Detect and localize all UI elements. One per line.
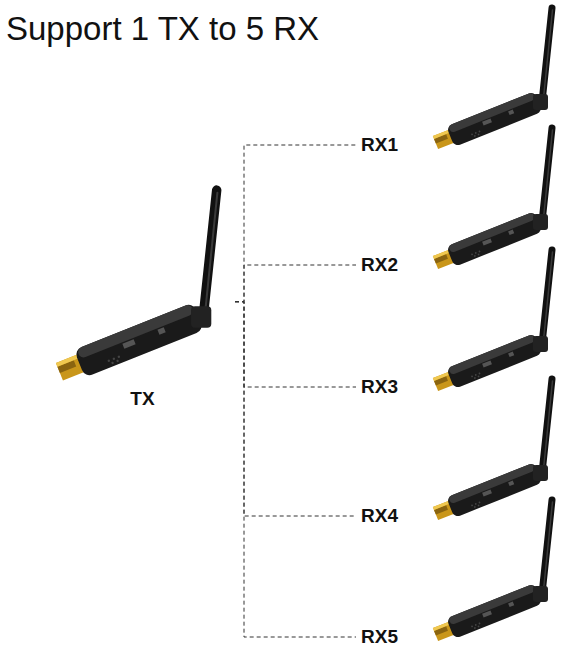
device-label: RX5 bbox=[361, 626, 398, 648]
receiver-dongle bbox=[431, 8, 552, 153]
dashed-link bbox=[235, 145, 356, 302]
receiver-dongle bbox=[431, 379, 552, 524]
device-label: RX4 bbox=[361, 505, 398, 527]
receiver-dongle bbox=[431, 500, 552, 645]
device-label: TX bbox=[130, 388, 154, 410]
receiver-node: RX1 bbox=[356, 125, 560, 165]
device-label: RX2 bbox=[361, 254, 398, 276]
receiver-node: RX4 bbox=[356, 496, 560, 536]
receiver-node: RX3 bbox=[356, 367, 560, 407]
receiver-dongle bbox=[431, 128, 552, 273]
receiver-node: RX2 bbox=[356, 245, 560, 285]
receiver-node: RX5 bbox=[356, 617, 560, 657]
receiver-dongle bbox=[431, 250, 552, 395]
dashed-link bbox=[235, 265, 356, 302]
transmitter-dongle bbox=[54, 190, 217, 385]
device-label: RX3 bbox=[361, 376, 398, 398]
device-label: RX1 bbox=[361, 134, 398, 156]
dashed-link bbox=[235, 302, 356, 516]
dashed-link bbox=[235, 302, 356, 637]
dashed-link bbox=[235, 302, 356, 387]
diagram-title: Support 1 TX to 5 RX bbox=[6, 10, 319, 48]
transmitter-node: TX bbox=[50, 180, 235, 414]
